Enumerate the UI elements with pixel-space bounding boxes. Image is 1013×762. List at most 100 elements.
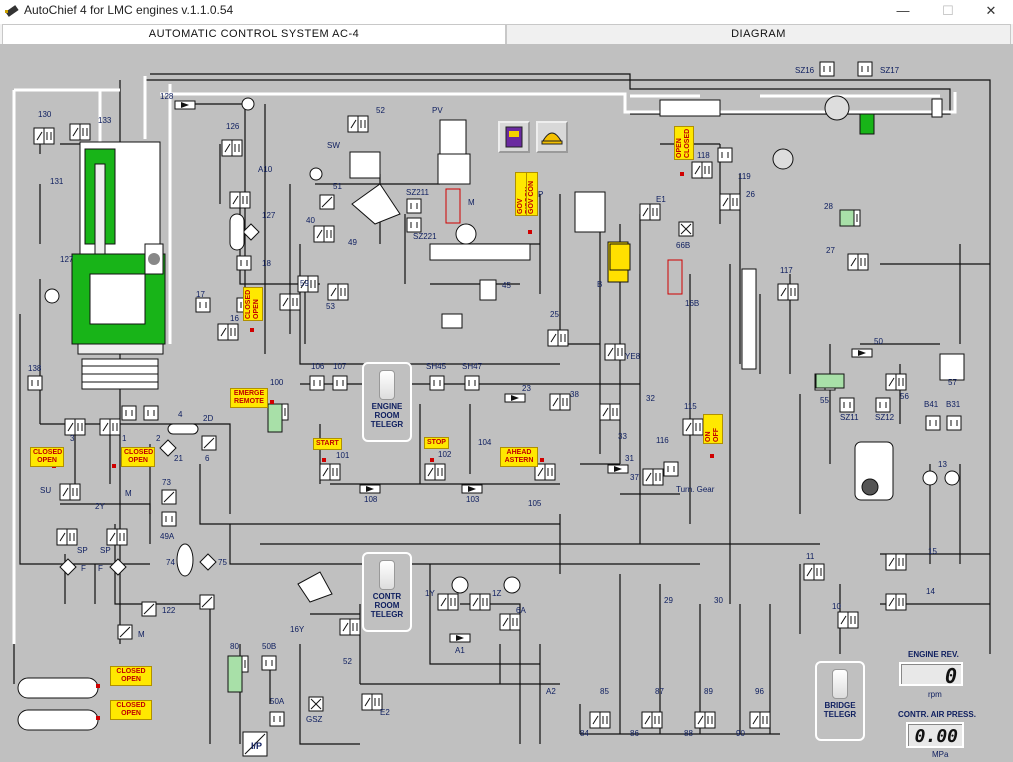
title-bar: AutoChief 4 for LMC engines v.1.1.0.54 —…: [0, 0, 1013, 22]
minimize-button[interactable]: —: [896, 3, 910, 18]
label-YE8: YE8: [625, 352, 641, 361]
label-89: 89: [704, 687, 713, 696]
maximize-button[interactable]: ☐: [942, 3, 954, 18]
label-59: 59: [300, 279, 309, 288]
label-127a: 127: [60, 255, 74, 264]
tag-on-off[interactable]: ON OFF: [703, 414, 723, 444]
contr-air-press-label: CONTR. AIR PRESS.: [898, 710, 976, 719]
operator-helmet-icon[interactable]: [536, 121, 568, 153]
label-106: 106: [311, 362, 325, 371]
label-M3: M: [138, 630, 145, 639]
label-16B: 16B: [685, 299, 700, 308]
label-52: 52: [376, 106, 385, 115]
label-52b: 52: [343, 657, 352, 666]
label-SH45: SH45: [426, 362, 447, 371]
label-6: 6: [205, 454, 210, 463]
label-66B: 66B: [676, 241, 691, 250]
telegraph-handle-icon: [379, 370, 395, 400]
book-icon: [505, 126, 523, 148]
engine-rev-unit: rpm: [928, 690, 942, 699]
label-105: 105: [528, 499, 542, 508]
bridge-telegraph-label: BRIDGE TELEGR: [823, 701, 857, 719]
label-6A: 6A: [516, 606, 526, 615]
label-127b: 127: [262, 211, 276, 220]
label-88: 88: [684, 729, 693, 738]
tag-emerge-remote[interactable]: EMERGE REMOTE: [230, 388, 268, 408]
contr-air-press-display: 0.00: [906, 722, 964, 748]
control-room-telegraph[interactable]: CONTR ROOM TELEGR: [362, 552, 412, 632]
label-108: 108: [364, 495, 378, 504]
close-button[interactable]: ✕: [985, 3, 997, 18]
label-31: 31: [625, 454, 634, 463]
label-25: 25: [550, 310, 559, 319]
label-1Z: 1Z: [492, 589, 502, 598]
label-E1: E1: [656, 195, 666, 204]
label-133: 133: [98, 116, 112, 125]
label-F1: F: [81, 564, 86, 573]
label-SZ17: SZ17: [880, 66, 900, 75]
label-40: 40: [306, 216, 315, 225]
label-14: 14: [926, 587, 935, 596]
tag-start[interactable]: START: [313, 438, 342, 450]
tab-automatic-control-system[interactable]: AUTOMATIC CONTROL SYSTEM AC-4: [2, 24, 506, 45]
label-B: B: [597, 280, 603, 289]
tag-closed-open-3[interactable]: CLOSED OPEN: [30, 447, 64, 467]
label-A10: A10: [258, 165, 273, 174]
contr-air-press-unit: MPa: [932, 750, 949, 759]
tab-bar: AUTOMATIC CONTROL SYSTEM AC-4 DIAGRAM: [0, 24, 1013, 45]
engine-cylinder-graphic: [71, 141, 166, 390]
label-30: 30: [714, 596, 723, 605]
label-M2: M: [125, 489, 132, 498]
engine-room-telegraph[interactable]: ENGINE ROOM TELEGR: [362, 362, 412, 442]
label-100: 100: [270, 378, 284, 387]
label-130: 130: [38, 110, 52, 119]
tag-gov-con[interactable]: GOV CON: [526, 172, 538, 216]
label-128: 128: [160, 92, 174, 101]
tag-ahead-astern[interactable]: AHEAD ASTERN: [500, 447, 538, 467]
label-87: 87: [655, 687, 664, 696]
label-SP1: SP: [77, 546, 88, 555]
label-2D: 2D: [203, 414, 214, 423]
label-116: 116: [656, 436, 669, 445]
label-4: 4: [178, 410, 183, 419]
label-50: 50: [874, 337, 883, 346]
label-49: 49: [348, 238, 357, 247]
label-56: 56: [900, 392, 909, 401]
tag-closed-open-16[interactable]: CLOSED OPEN: [243, 287, 263, 321]
label-32: 32: [646, 394, 655, 403]
label-18: 18: [262, 259, 271, 268]
label-E2: E2: [380, 708, 390, 717]
bridge-telegraph[interactable]: BRIDGE TELEGR: [815, 661, 865, 741]
label-73: 73: [162, 478, 171, 487]
label-27: 27: [826, 246, 835, 255]
label-55: 55: [820, 396, 829, 405]
tag-closed-open-bottle-1[interactable]: CLOSED OPEN: [110, 666, 152, 686]
label-84: 84: [580, 729, 589, 738]
pneumatic-diagram: [12, 61, 991, 757]
label-49A: 49A: [160, 532, 175, 541]
tab-diagram[interactable]: DIAGRAM: [506, 24, 1011, 45]
label-51: 51: [333, 182, 342, 191]
label-13: 13: [938, 460, 947, 469]
autochief-app-icon: [5, 5, 19, 17]
label-SP2: SP: [100, 546, 111, 555]
label-33: 33: [618, 432, 627, 441]
label-2Y: 2Y: [95, 502, 105, 511]
label-23: 23: [522, 384, 531, 393]
label-11: 11: [806, 552, 815, 561]
label-SZ211: SZ211: [406, 188, 429, 197]
tag-stop[interactable]: STOP: [424, 437, 449, 449]
label-3: 3: [70, 434, 75, 443]
tag-closed-open-bottle-2[interactable]: CLOSED OPEN: [110, 700, 152, 720]
label-119: 119: [738, 172, 751, 181]
label-F2: F: [98, 564, 103, 573]
label-29: 29: [664, 596, 673, 605]
label-107: 107: [333, 362, 347, 371]
label-117: 117: [780, 266, 793, 275]
label-75: 75: [218, 558, 227, 567]
manual-book-icon[interactable]: [498, 121, 530, 153]
control-room-telegraph-label: CONTR ROOM TELEGR: [370, 592, 404, 619]
tag-open-closed-118[interactable]: OPEN CLOSED: [674, 126, 694, 160]
tag-closed-open-1[interactable]: CLOSED OPEN: [121, 447, 155, 467]
label-38: 38: [570, 390, 579, 399]
